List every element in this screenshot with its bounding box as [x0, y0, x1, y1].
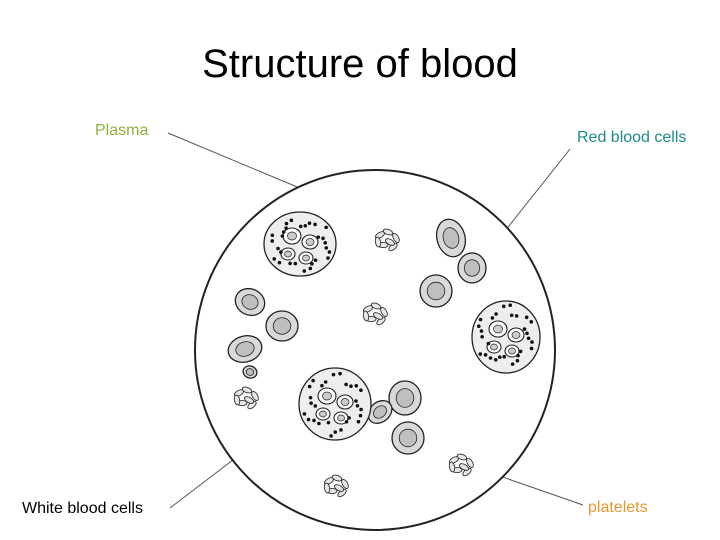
red-blood-cell — [391, 421, 425, 455]
red-blood-cell — [388, 380, 422, 416]
red-blood-cell — [457, 252, 487, 284]
red-blood-cell — [265, 310, 299, 342]
red-blood-cell — [419, 274, 453, 308]
diagram-title: Structure of blood — [202, 42, 518, 86]
label-red-blood-cells: Red blood cells — [577, 129, 687, 146]
label-plasma: Plasma — [95, 122, 149, 139]
red-blood-cell — [367, 400, 393, 424]
platelet-cluster — [374, 228, 400, 252]
red-blood-cell — [234, 287, 266, 317]
red-blood-cell — [242, 365, 258, 379]
white-blood-cell — [471, 300, 541, 374]
platelet-cluster — [448, 453, 474, 477]
platelet-cluster — [362, 302, 388, 326]
red-blood-cell — [435, 218, 467, 258]
label-white-blood-cells: White blood cells — [22, 500, 143, 517]
platelet-cluster — [233, 386, 259, 410]
white-blood-cell — [263, 211, 337, 277]
red-blood-cell — [227, 335, 263, 363]
white-blood-cell — [298, 367, 372, 441]
platelet-cluster — [323, 474, 349, 498]
label-platelets: platelets — [588, 499, 648, 516]
